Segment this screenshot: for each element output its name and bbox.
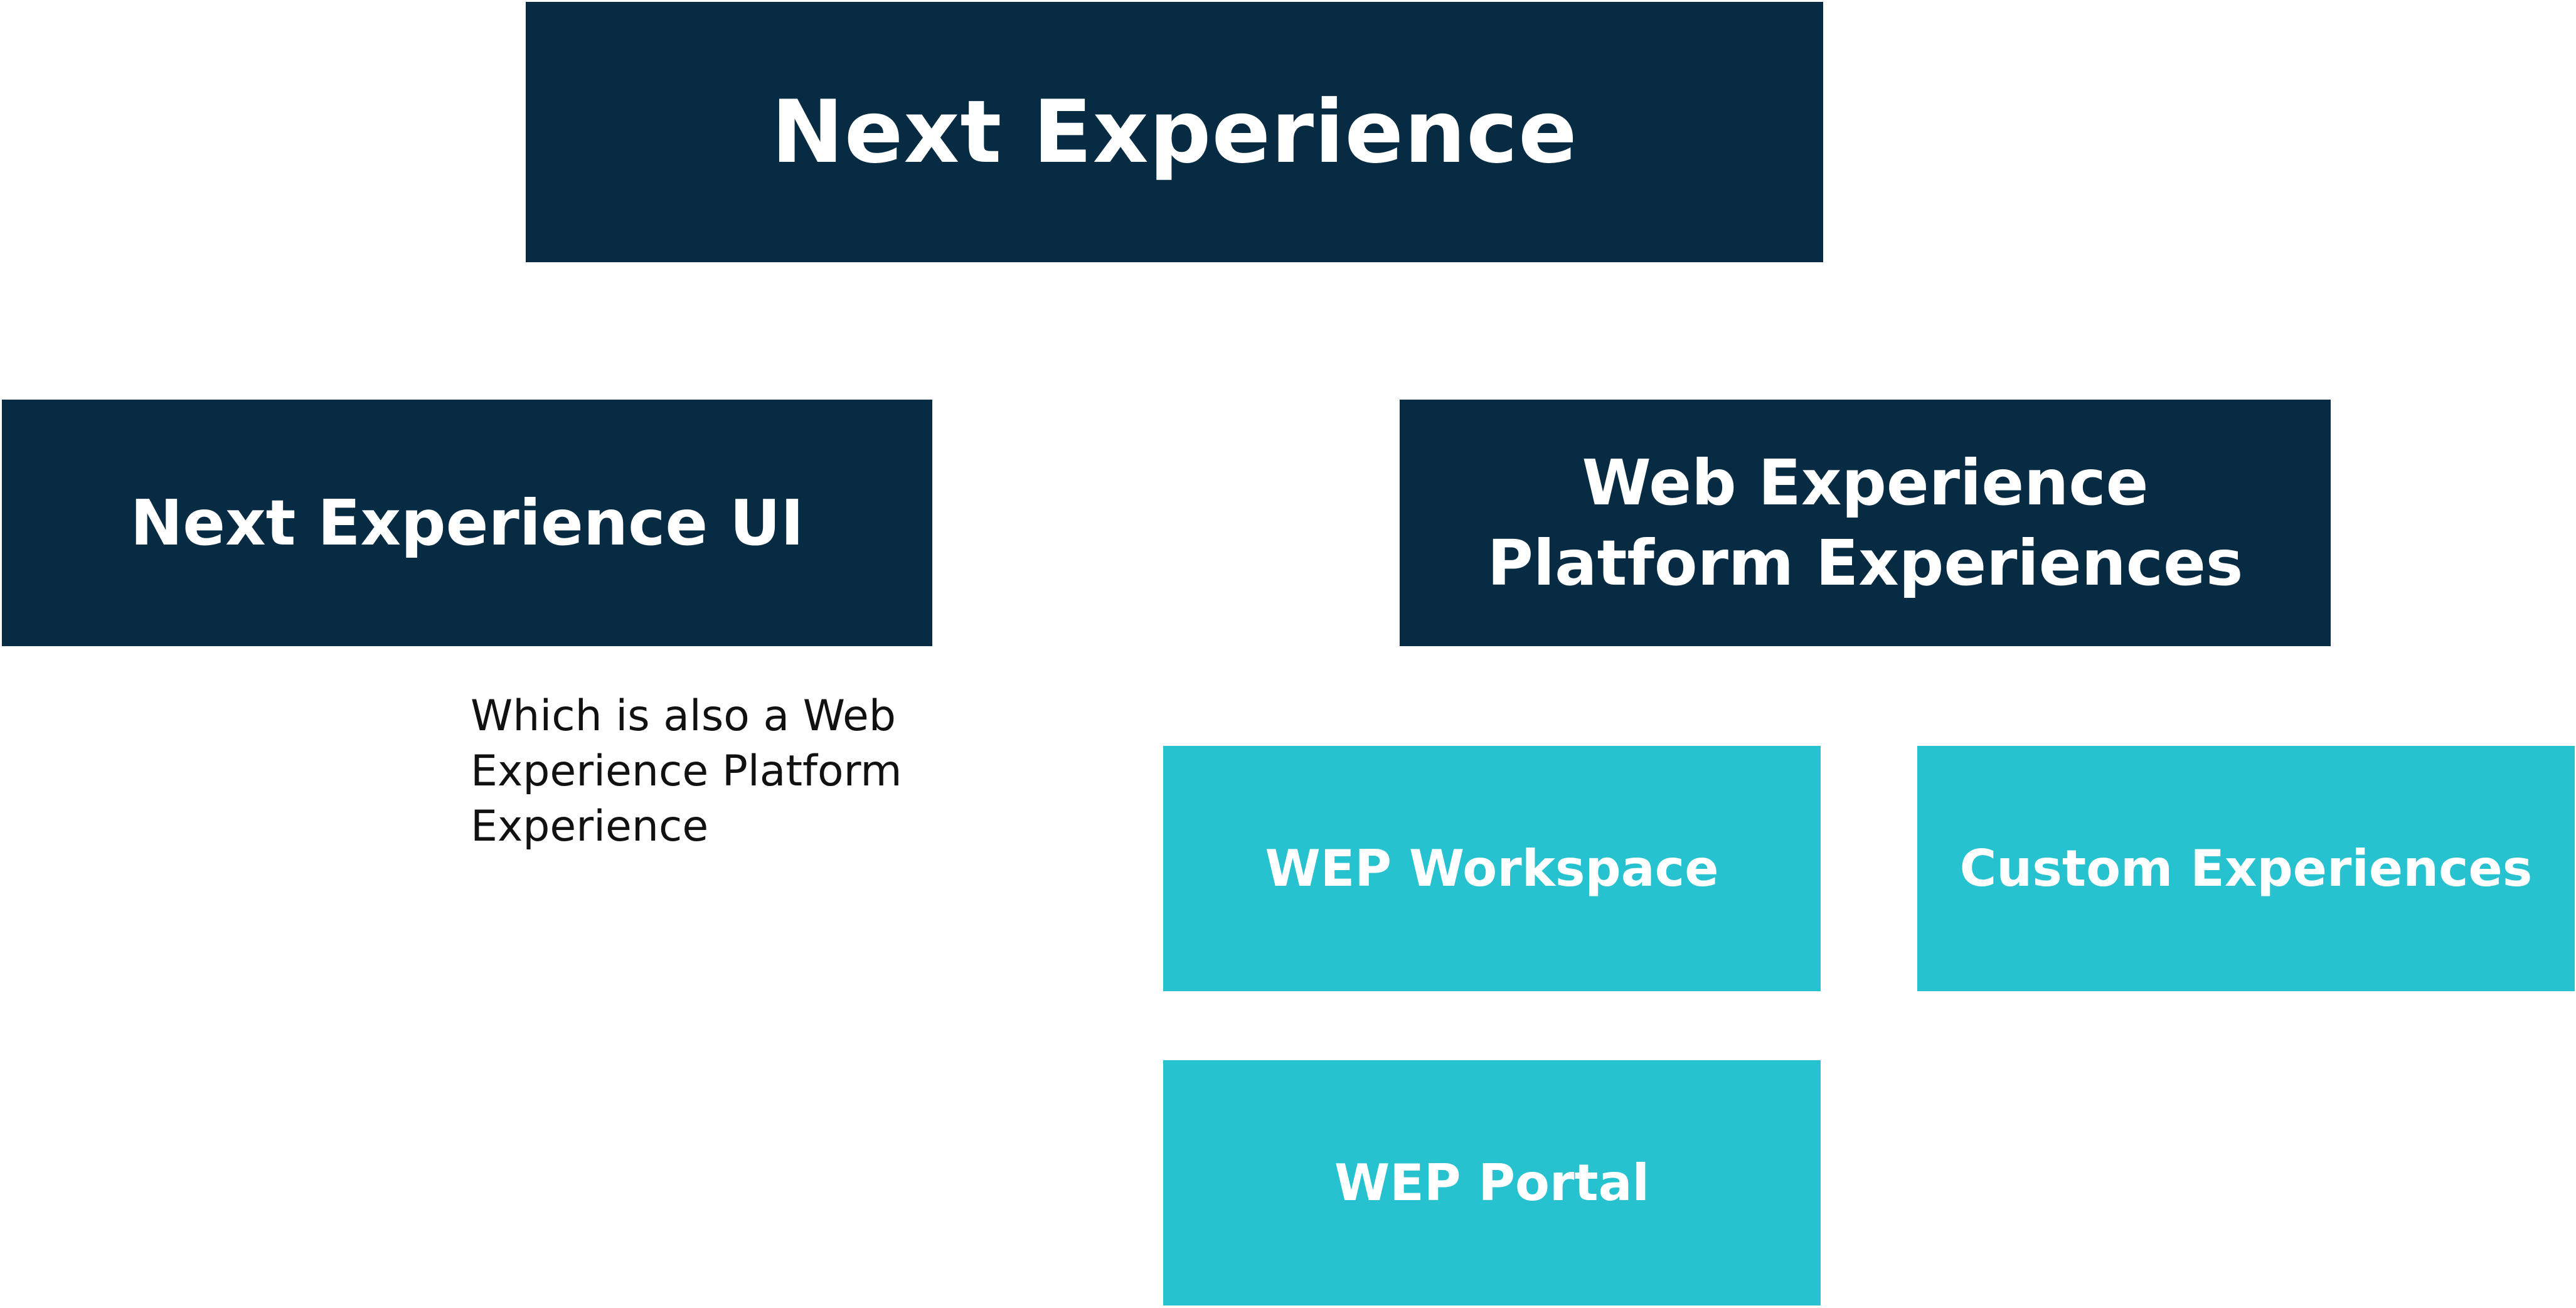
wep-portal-label: WEP Portal	[1334, 1154, 1650, 1212]
wep-workspace-label: WEP Workspace	[1265, 839, 1719, 898]
note-line-1: Which is also a Web	[471, 691, 897, 741]
next-experience-ui-label: Next Experience UI	[130, 486, 804, 560]
wep-workspace-box: WEP Workspace	[1163, 746, 1821, 991]
wep-experiences-label-line-1: Web Experience	[1582, 445, 2149, 519]
next-experience-ui-box: Next Experience UI	[2, 400, 932, 646]
custom-experiences-box: Custom Experiences	[1917, 746, 2575, 991]
custom-experiences-label: Custom Experiences	[1959, 839, 2533, 898]
wep-portal-box: WEP Portal	[1163, 1060, 1821, 1305]
note-line-2: Experience Platform	[471, 747, 902, 796]
web-experience-platform-experiences-box: Web Experience Platform Experiences	[1400, 400, 2331, 646]
next-experience-box: Next Experience	[526, 2, 1823, 262]
next-experience-label: Next Experience	[771, 82, 1578, 183]
wep-experiences-label-line-2: Platform Experiences	[1487, 526, 2243, 600]
note-line-3: Experience	[471, 802, 709, 851]
note-text: Which is also a Web Experience Platform …	[471, 689, 960, 854]
